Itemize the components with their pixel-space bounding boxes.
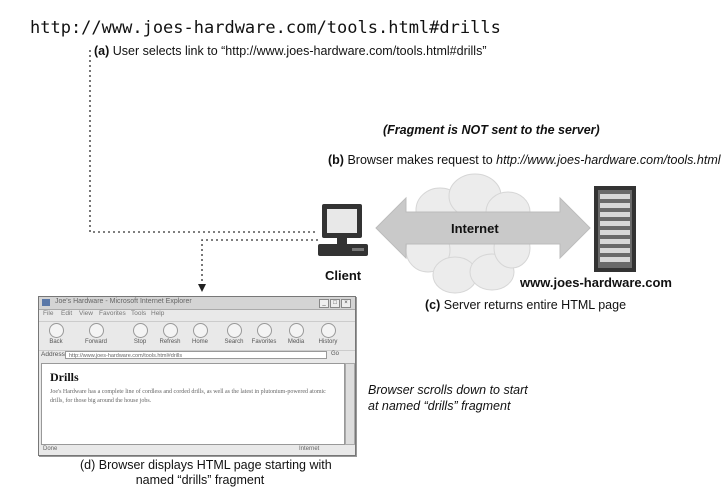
maximize-icon[interactable]: □ <box>330 299 340 308</box>
menu-tools[interactable]: Tools <box>131 310 147 317</box>
search-button[interactable]: Search <box>221 323 247 349</box>
history-icon <box>320 323 336 338</box>
media-button[interactable]: Media <box>283 323 309 349</box>
dotted-request-line <box>89 50 318 233</box>
step-c-text: Server returns entire HTML page <box>443 298 627 312</box>
page-content: Drills Joe's Hardware has a complete lin… <box>41 363 345 445</box>
vertical-scrollbar[interactable] <box>345 363 355 445</box>
status-zone: Internet <box>299 446 320 452</box>
step-c-caption: (c) Server returns entire HTML page <box>425 298 626 312</box>
go-button[interactable]: Go <box>331 351 340 357</box>
scroll-note: Browser scrolls down to start at named “… <box>368 382 528 414</box>
menu-file[interactable]: File <box>43 310 54 317</box>
forward-button[interactable]: Forward <box>83 323 109 349</box>
back-button[interactable]: Back <box>43 323 69 349</box>
address-label: Address <box>41 351 65 358</box>
step-a-caption: (a) User selects link to “http://www.joe… <box>94 44 487 58</box>
step-b-text: Browser makes request to <box>347 153 497 167</box>
browser-title: Joe's Hardware - Microsoft Internet Expl… <box>55 298 192 305</box>
fragment-note: (Fragment is NOT sent to the server) <box>383 123 600 137</box>
favorites-button[interactable]: Favorites <box>251 323 277 349</box>
step-b-label: (b) <box>328 153 344 167</box>
display-arrow-head <box>198 284 206 292</box>
refresh-button[interactable]: Refresh <box>157 323 183 349</box>
search-icon <box>226 323 242 338</box>
scroll-note-line2: at named “drills” fragment <box>368 399 511 413</box>
home-icon <box>192 323 208 338</box>
url-title: http://www.joes-hardware.com/tools.html#… <box>30 18 501 38</box>
address-input[interactable]: http://www.joes-hardware.com/tools.html#… <box>65 351 327 359</box>
browser-window: Joe's Hardware - Microsoft Internet Expl… <box>38 296 356 456</box>
close-icon[interactable]: × <box>341 299 351 308</box>
address-bar: Address http://www.joes-hardware.com/too… <box>39 350 355 361</box>
status-bar: Done Internet <box>39 445 355 454</box>
menu-favorites[interactable]: Favorites <box>99 310 126 317</box>
back-icon <box>48 323 64 338</box>
browser-toolbar: Back Forward Stop Refresh Home Search Fa… <box>39 321 355 351</box>
request-response-arrow <box>375 196 591 260</box>
step-b-url: http://www.joes-hardware.com/tools.html <box>496 153 721 167</box>
client-label: Client <box>325 268 362 283</box>
step-d-caption: (d) Browser displays HTML page starting … <box>80 458 332 488</box>
media-icon <box>288 323 304 338</box>
step-a-label: (a) <box>94 44 110 58</box>
minimize-icon[interactable]: _ <box>319 299 329 308</box>
step-a-text: User selects link to “http://www.joes-ha… <box>112 44 487 58</box>
refresh-icon <box>162 323 178 338</box>
server-label: www.joes-hardware.com <box>520 275 672 290</box>
menu-help[interactable]: Help <box>151 310 165 317</box>
drills-heading: Drills <box>50 370 79 384</box>
server-icon <box>594 186 636 272</box>
menu-view[interactable]: View <box>79 310 93 317</box>
menu-edit[interactable]: Edit <box>61 310 73 317</box>
step-c-label: (c) <box>425 298 441 312</box>
step-d-line2: named “drills” fragment <box>135 473 265 487</box>
home-button[interactable]: Home <box>187 323 213 349</box>
history-button[interactable]: History <box>315 323 341 349</box>
stop-icon <box>132 323 148 338</box>
client-computer-icon <box>318 204 368 256</box>
forward-icon <box>88 323 104 338</box>
dotted-display-line <box>201 239 318 286</box>
step-d-line1: (d) Browser displays HTML page starting … <box>80 458 332 472</box>
browser-menubar: File Edit View Favorites Tools Help <box>39 310 355 320</box>
ie-logo-icon <box>42 299 50 306</box>
drills-paragraph: Joe's Hardware has a complete line of co… <box>50 389 326 404</box>
step-b-caption: (b) Browser makes request to http://www.… <box>328 153 721 167</box>
stop-button[interactable]: Stop <box>127 323 153 349</box>
status-done: Done <box>43 446 58 452</box>
star-icon <box>256 323 272 338</box>
internet-label: Internet <box>451 221 499 236</box>
scroll-note-line1: Browser scrolls down to start <box>368 383 528 397</box>
browser-titlebar: Joe's Hardware - Microsoft Internet Expl… <box>39 297 355 310</box>
